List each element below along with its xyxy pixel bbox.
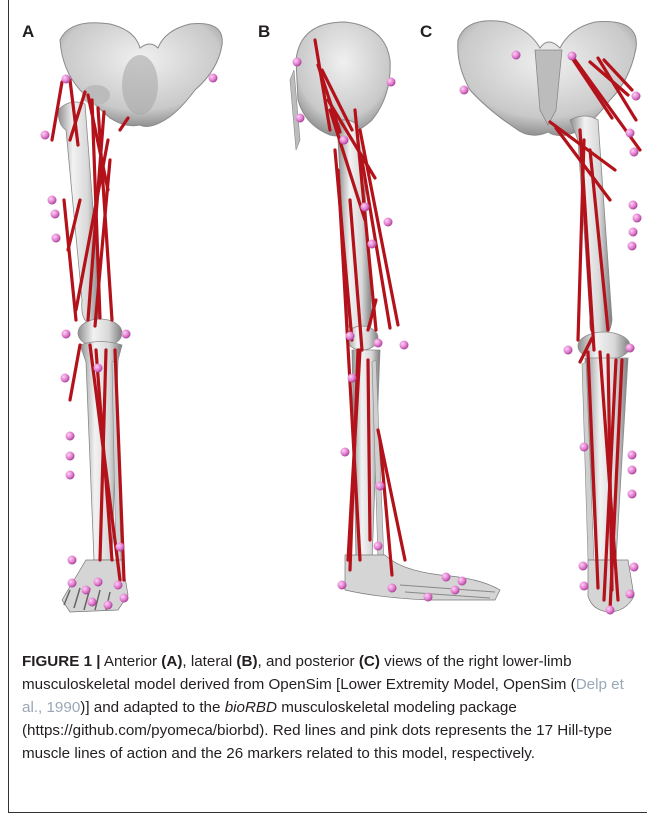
caption-label: FIGURE 1 |	[22, 653, 101, 670]
figure-illustration	[0, 0, 654, 625]
package-name: bioRBD	[225, 699, 277, 716]
panel-a-markers	[41, 74, 218, 610]
caption-text-1: Anterior	[101, 653, 162, 670]
caption-panel-c-ref: (C)	[359, 653, 380, 670]
caption-text-5: )] and adapted to the	[80, 699, 224, 716]
panel-label-a: A	[22, 22, 34, 42]
figure-caption: FIGURE 1 | Anterior (A), lateral (B), an…	[22, 650, 634, 765]
panel-label-c: C	[420, 22, 432, 42]
caption-text-2: , lateral	[182, 653, 236, 670]
caption-panel-b-ref: (B)	[236, 653, 257, 670]
caption-panel-a-ref: (A)	[161, 653, 182, 670]
panel-a-skeleton	[58, 23, 222, 612]
panel-label-b: B	[258, 22, 270, 42]
caption-text-3: , and posterior	[258, 653, 359, 670]
